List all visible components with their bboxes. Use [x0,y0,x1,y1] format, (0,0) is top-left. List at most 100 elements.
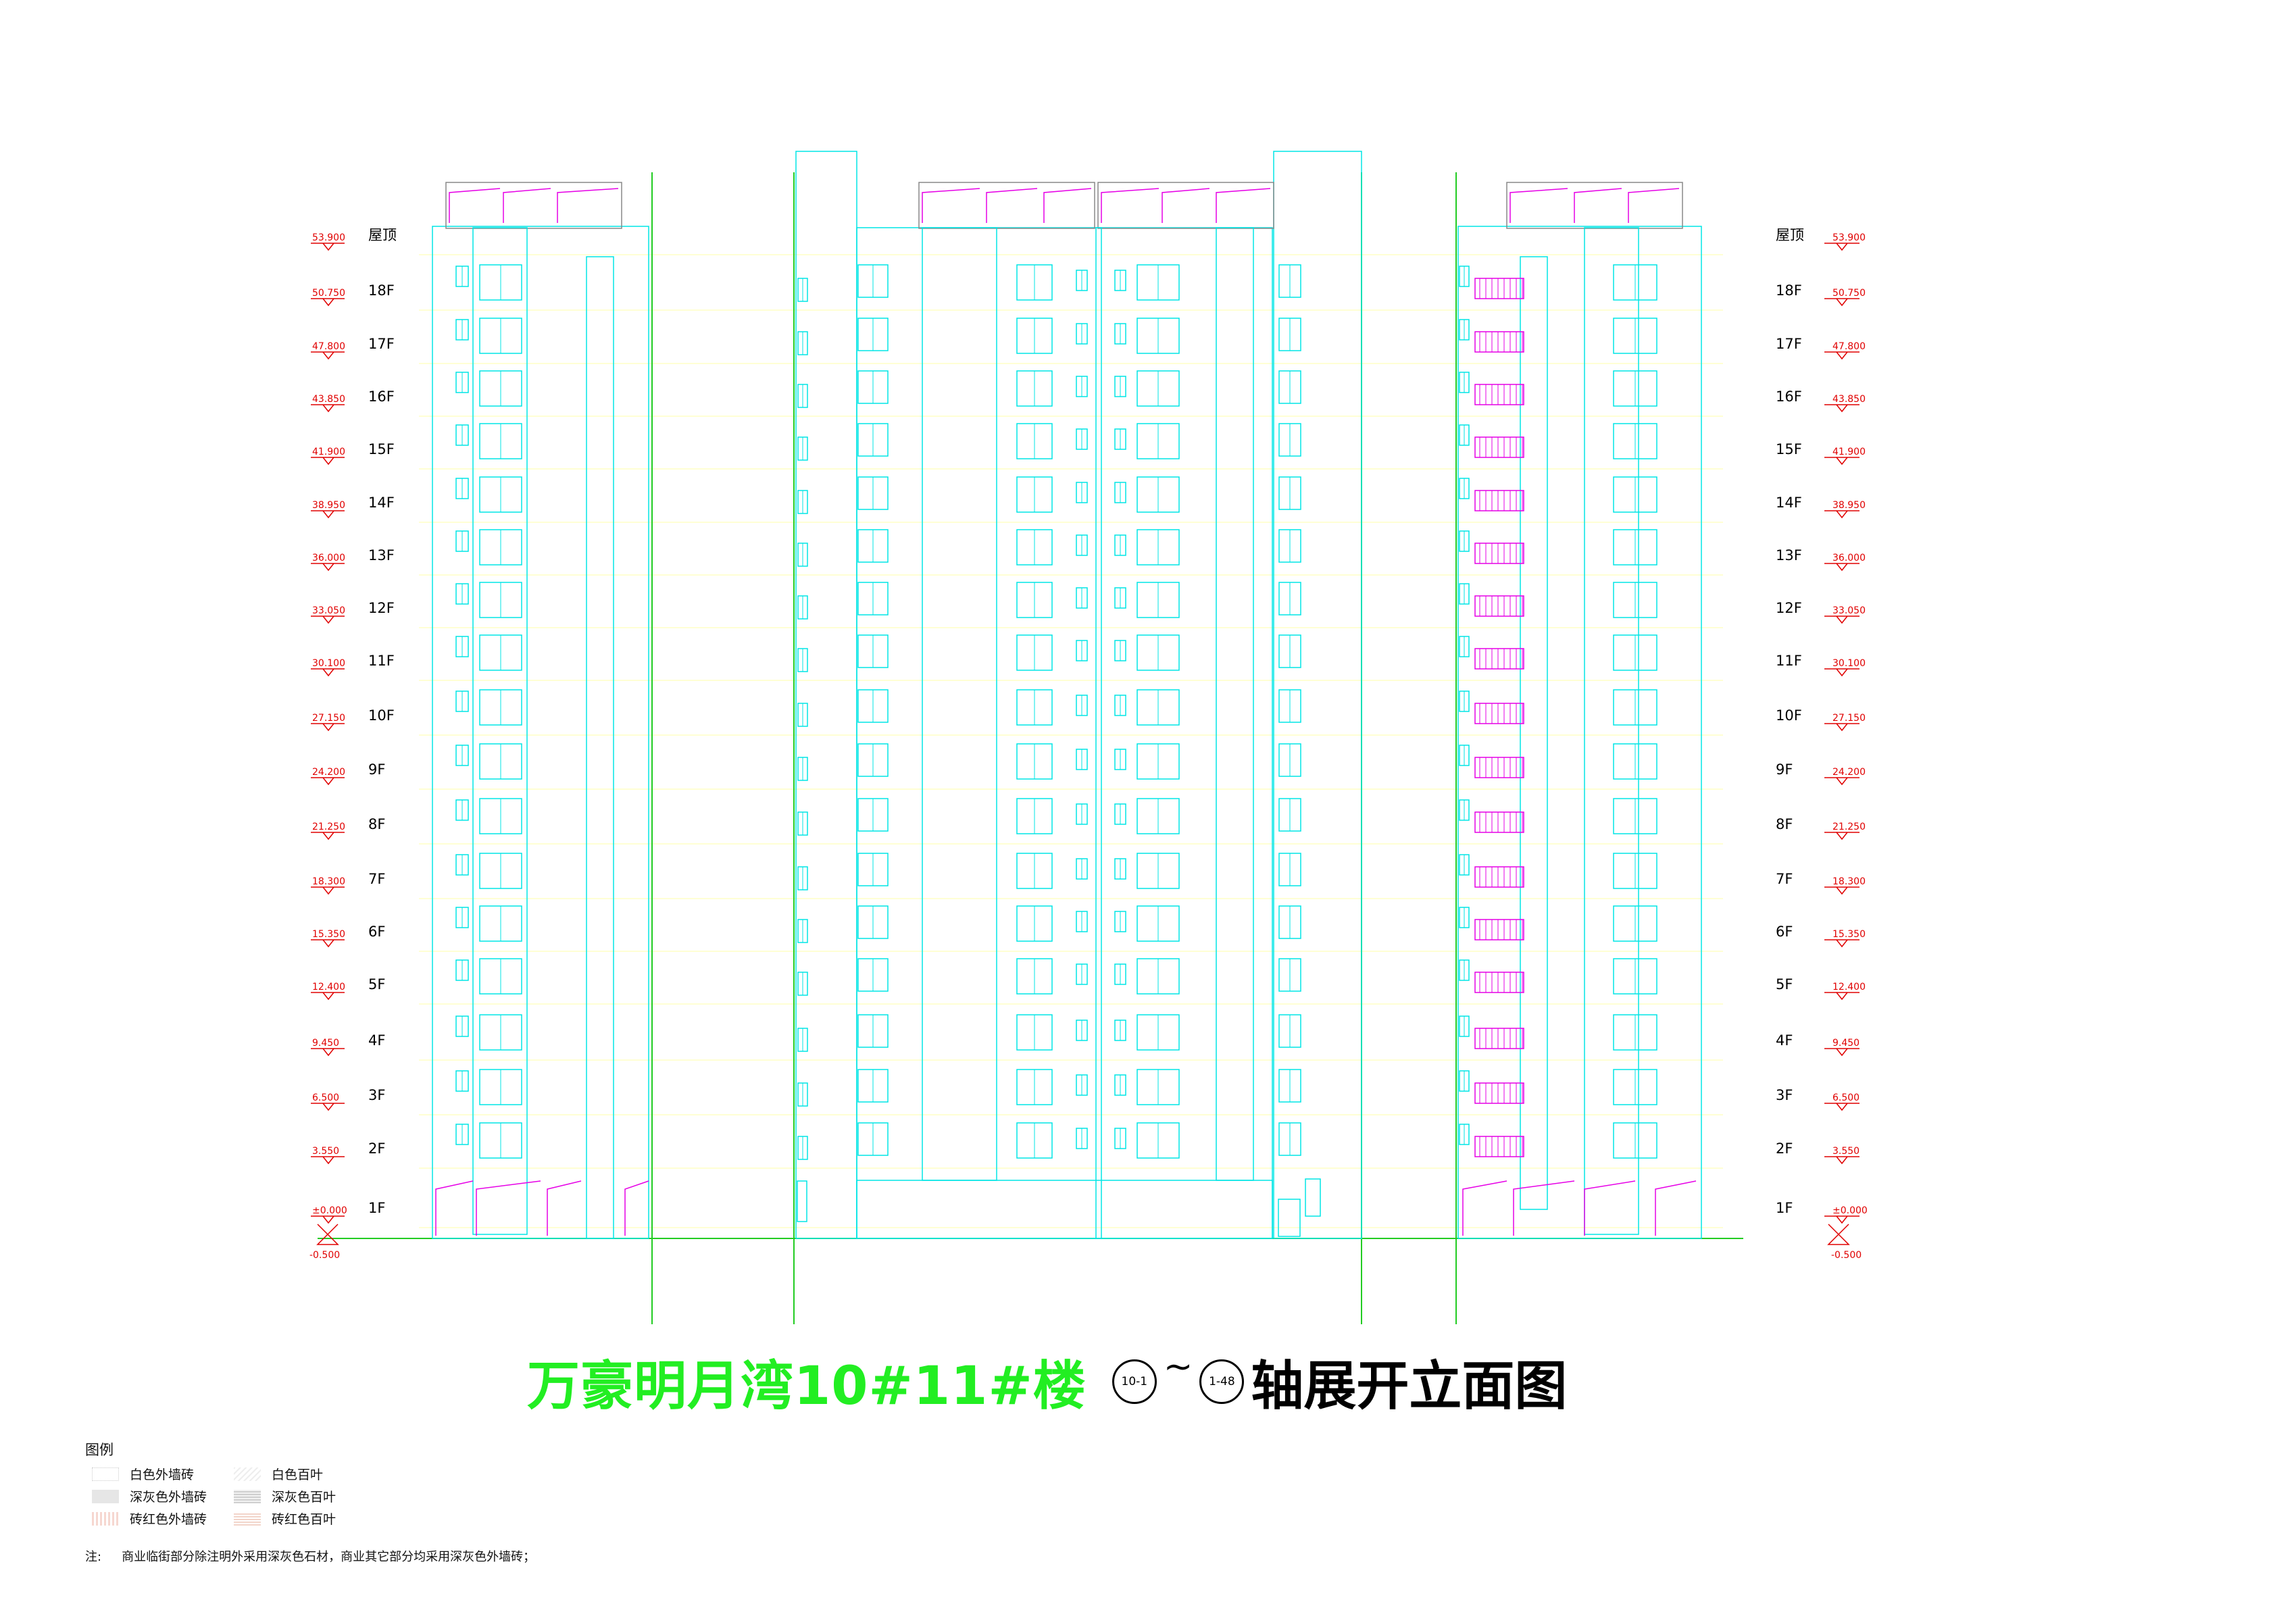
central-block [856,227,1273,1239]
floor-label: 15F [1776,441,1802,457]
legend-grid: 白色外墙砖 白色百叶 深灰色外墙砖 深灰色百叶 砖红色外墙砖 砖红色百叶 [85,1465,369,1528]
elevation-triangle [1836,992,1848,1001]
legend-item: 白色外墙砖 [85,1465,227,1483]
elevation-value: 15.350 [312,929,345,940]
elevation-value: 30.100 [312,658,345,669]
floor-label: 5F [1776,976,1793,993]
elevation-triangle [1836,510,1848,519]
floor-label: 5F [368,976,385,993]
legend-item: 深灰色百叶 [227,1487,369,1505]
elevation-triangle [322,1103,334,1111]
elevation-value: ±0.000 [312,1205,347,1216]
roof-louver [1628,188,1680,223]
balcony-railing [1474,703,1524,724]
legend-label: 砖红色外墙砖 [130,1512,207,1527]
roof-louver [1216,188,1271,223]
legend-label: 白色外墙砖 [130,1467,195,1482]
elevation-value: 3.550 [1832,1146,1860,1157]
elevation-triangle [322,1048,334,1057]
legend-item: 深灰色外墙砖 [85,1487,227,1505]
swatch-brick-louver [234,1511,261,1526]
drawing-title: 万豪明月湾10#11#楼 10-1 ~ 1-48 轴展开立面图 [527,1341,1567,1422]
legend: 图例 白色外墙砖 白色百叶 深灰色外墙砖 深灰色百叶 砖红色外墙砖 砖红色百叶 [85,1439,369,1528]
elevation-triangle [1836,1215,1848,1224]
elevation-triangle [322,351,334,360]
elevation-value: 43.850 [1832,394,1866,405]
elevation-triangle [1836,563,1848,572]
right-roof-parapet [1506,182,1683,229]
elevation-value: 24.200 [312,767,345,778]
floor-label: 12F [368,600,395,616]
elevation-triangle [322,992,334,1001]
elevation-value: 15.350 [1832,929,1866,940]
floor-label: 14F [368,495,395,511]
central-pier-b [1216,227,1254,1181]
elevation-triangle [322,939,334,948]
storefront-canopy [1584,1180,1636,1236]
ground-symbol [316,1224,339,1245]
elevation-value: 41.900 [1832,447,1866,457]
legend-label: 砖红色百叶 [272,1512,336,1527]
floor-label: 6F [368,924,385,940]
elevation-triangle [322,1215,334,1224]
floor-label: 9F [368,761,385,778]
balcony-railing [1474,972,1524,993]
elevation-triangle [322,510,334,519]
floor-label: 15F [368,441,395,457]
floor-label: 8F [1776,816,1793,832]
elevation-value: 21.250 [1832,822,1866,832]
floor-label: 11F [1776,653,1802,669]
floor-label: 2F [1776,1140,1793,1157]
floor-label: 10F [368,707,395,724]
elevation-value: 38.950 [312,500,345,511]
central-roof-parapet-b [1097,182,1274,229]
legend-item: 砖红色外墙砖 [85,1509,227,1528]
central-divider [1095,227,1102,1239]
balcony-railing [1474,331,1524,353]
title-project: 万豪明月湾10#11#楼 [527,1356,1087,1417]
balcony-railing [1474,866,1524,888]
elevation-triangle [1836,1156,1848,1165]
ground-symbol [1827,1224,1850,1245]
left-block [432,226,649,1239]
storefront-canopy [547,1180,582,1236]
storefront-canopy [1655,1180,1697,1236]
elevation-value: 12.400 [1832,982,1866,993]
drawing-note: 注:商业临街部分除注明外采用深灰色石材，商业其它部分均采用深灰色外墙砖； [85,1547,535,1565]
elevation-triangle [1836,723,1848,732]
floor-label: 屋顶 [1776,227,1804,243]
elevation-triangle [1836,351,1848,360]
floor-label: 16F [1776,388,1802,405]
elevation-value: ±0.000 [1832,1205,1868,1216]
axis-start-bubble: 10-1 [1112,1359,1157,1404]
floor-label: 7F [368,871,385,887]
elevation-triangle [1836,1048,1848,1057]
floor-label: 1F [368,1200,385,1216]
windows [435,264,1697,1237]
balcony-railing [1474,1082,1524,1104]
balcony-railing [1474,436,1524,458]
floor-label: 11F [368,653,395,669]
floor-label: 12F [1776,600,1802,616]
elevation-value: 36.000 [312,553,345,563]
elevation-value: 53.900 [1832,232,1866,243]
elevation-value: 38.950 [1832,500,1866,511]
elevation-value: 41.900 [312,447,345,457]
balcony-railing [1474,811,1524,833]
central-right-tower [1273,151,1362,1239]
elevation-value: 30.100 [1832,658,1866,669]
central-left-tower [795,151,857,1239]
roof-louver [1574,188,1622,223]
floor-label: 3F [368,1087,385,1103]
balcony-railing [1474,543,1524,564]
elevation-value: 3.550 [312,1146,339,1157]
elevation-value: 33.050 [1832,605,1866,616]
elevation-value: 9.450 [1832,1038,1860,1049]
balcony-railing [1474,595,1524,617]
elevation-triangle [322,1156,334,1165]
floor-label: 18F [368,282,395,299]
floor-label: 14F [1776,495,1802,511]
